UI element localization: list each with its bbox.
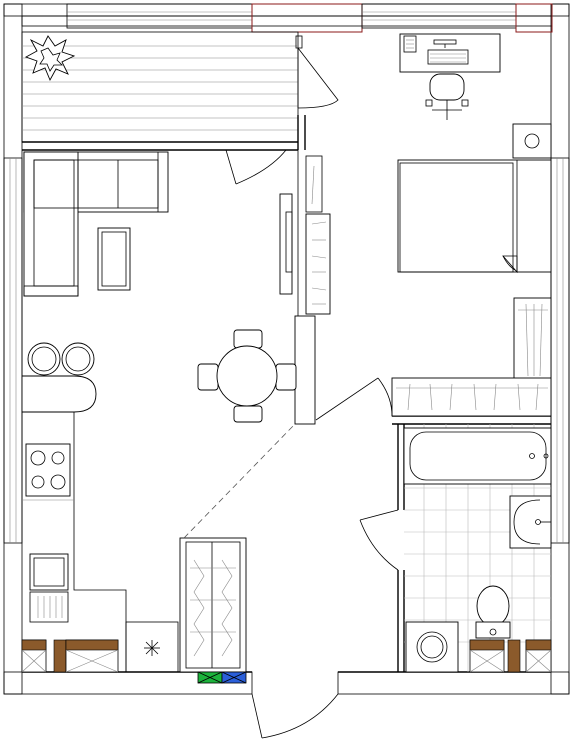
ceiling-line [183, 423, 296, 539]
l-shaped-sofa [23, 151, 169, 297]
bathtub [403, 427, 552, 485]
coffee-table [97, 227, 131, 291]
living-wardrobe [305, 155, 331, 315]
balcony [21, 31, 339, 151]
entrance-door [251, 693, 339, 739]
tv-unit [279, 193, 293, 295]
kitchen-counter [22, 411, 127, 672]
balcony-deck-boards [22, 45, 298, 131]
living-room-door [225, 149, 287, 185]
washbasin [509, 495, 552, 549]
double-bed [397, 159, 552, 274]
nightstand [512, 123, 552, 159]
radiators [21, 639, 552, 673]
right-windows [550, 157, 570, 544]
sink [29, 553, 69, 623]
desk [399, 33, 501, 73]
balcony-door [295, 35, 339, 109]
wardrobe-over-bath [391, 377, 552, 417]
left-windows [3, 157, 23, 544]
hob [25, 443, 71, 497]
bathroom-door [359, 509, 399, 571]
bedroom-wardrobe [513, 297, 552, 381]
plant-icon [24, 35, 76, 82]
bar-counter [21, 342, 97, 413]
dining-table [197, 329, 297, 423]
hall-wardrobe [179, 537, 247, 673]
utility-meters [197, 671, 247, 684]
washing-machine [405, 621, 459, 673]
bedroom-door [315, 377, 393, 421]
top-windows [66, 3, 553, 33]
toilet [475, 585, 511, 639]
kitchen-appliance [125, 621, 179, 673]
office-chair [425, 73, 469, 120]
